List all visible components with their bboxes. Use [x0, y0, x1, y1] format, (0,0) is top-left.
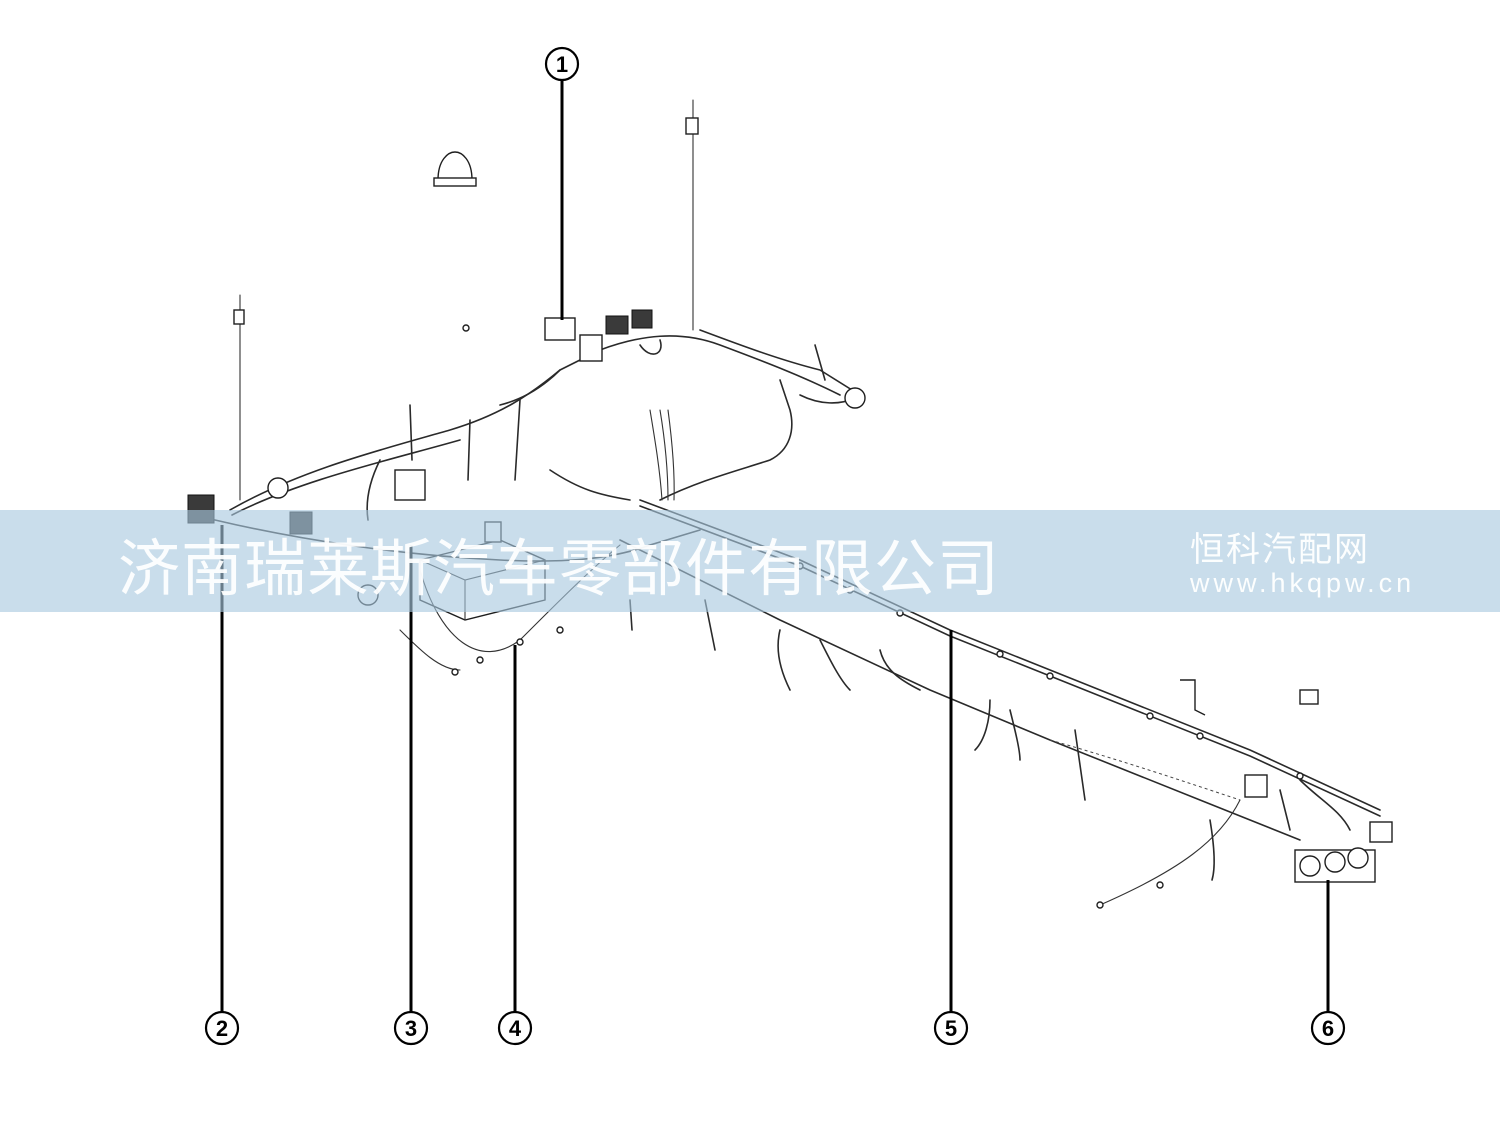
- watermark-brand: 恒科汽配网: [1190, 530, 1370, 570]
- upper-connectors: [187, 309, 866, 535]
- callout-leaders: [220, 80, 1330, 1012]
- watermark-company-name: 济南瑞莱斯汽车零部件有限公司: [118, 532, 1001, 605]
- callout-5: 5: [933, 1010, 969, 1046]
- callout-2: 2: [204, 1010, 240, 1046]
- antenna-masts: [233, 99, 699, 501]
- watermark-url: www.hkqpw.cn: [1190, 568, 1416, 598]
- callout-6: 6: [1310, 1010, 1346, 1046]
- callout-5-label: 5: [945, 1016, 957, 1041]
- beacon-lamp-icon: [433, 151, 477, 187]
- callout-3-label: 3: [405, 1016, 417, 1041]
- callout-1: 1: [544, 46, 580, 82]
- watermark-band: [0, 510, 1500, 612]
- callout-6-label: 6: [1322, 1016, 1334, 1041]
- callout-4-label: 4: [509, 1016, 522, 1041]
- callout-4: 4: [497, 1010, 533, 1046]
- harness-clips: [451, 562, 1304, 909]
- rear-connectors: [357, 584, 1393, 883]
- callout-3: 3: [393, 1010, 429, 1046]
- callout-2-label: 2: [216, 1016, 228, 1041]
- callout-1-label: 1: [556, 52, 568, 77]
- upper-harness: [229, 329, 861, 521]
